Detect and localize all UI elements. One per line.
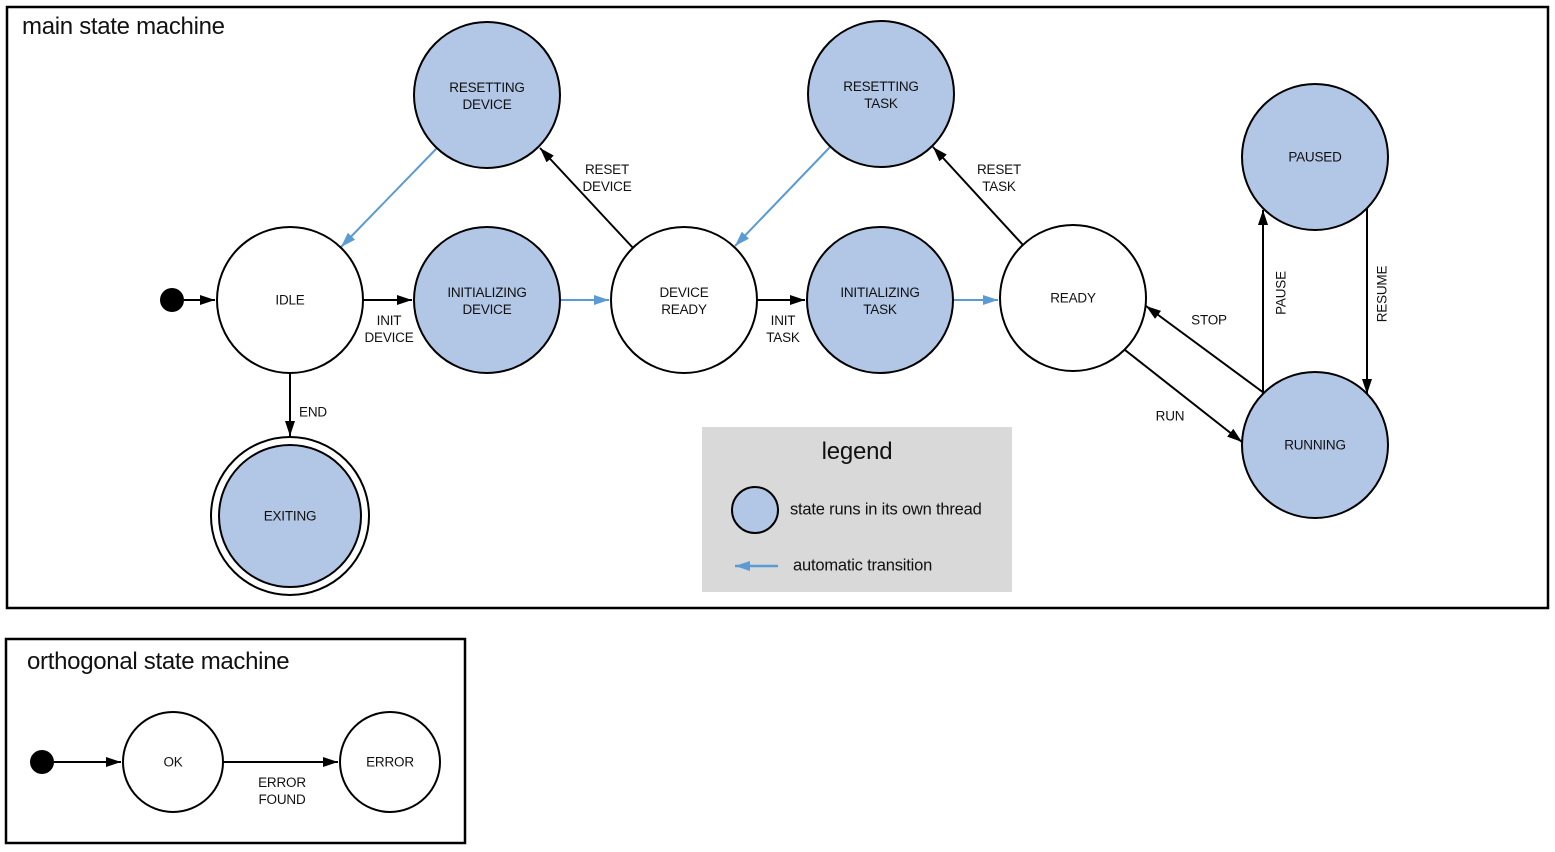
legend-thread-state-label: state runs in its own thread xyxy=(790,500,982,519)
state-label-idle: IDLE xyxy=(275,292,305,308)
transition-label-error-found: ERROR FOUND xyxy=(258,775,306,807)
transition-label-run: RUN xyxy=(1155,408,1185,424)
ortho-initial-state-dot xyxy=(30,750,54,774)
main-machine-title: main state machine xyxy=(22,13,225,40)
state-initializing-task xyxy=(806,226,954,374)
state-resetting-task xyxy=(807,20,955,168)
auto-transition-resetting-task-to-device-ready xyxy=(734,145,832,247)
transition-device-ready-to-resetting-device xyxy=(539,147,635,250)
state-ok xyxy=(122,711,224,813)
main-state-machine-box xyxy=(5,5,1550,610)
state-label-resetting-device: RESETTING DEVICE xyxy=(449,80,525,112)
transition-label-stop: STOP xyxy=(1191,312,1227,328)
transition-running-to-ready-stop xyxy=(1145,305,1265,394)
state-label-ok: OK xyxy=(163,754,183,770)
state-ready xyxy=(999,224,1147,372)
state-label-resetting-task: RESETTING TASK xyxy=(843,79,919,111)
state-resetting-device xyxy=(413,21,561,169)
transition-label-pause: PAUSE xyxy=(1273,271,1289,315)
legend-auto-transition-label: automatic transition xyxy=(793,556,933,575)
transition-ready-to-running-run xyxy=(1124,349,1243,443)
state-label-running: RUNNING xyxy=(1284,437,1346,453)
state-label-initializing-task: INITIALIZING TASK xyxy=(840,285,920,317)
state-error xyxy=(339,711,441,813)
state-idle xyxy=(216,226,364,374)
state-paused xyxy=(1241,83,1389,231)
transition-label-init-device: INIT DEVICE xyxy=(364,313,414,345)
state-device-ready xyxy=(610,226,758,374)
transition-label-init-task: INIT TASK xyxy=(766,313,800,345)
state-label-error: ERROR xyxy=(366,754,414,770)
state-label-exiting: EXITING xyxy=(263,508,317,524)
initial-state-dot xyxy=(160,288,184,312)
transition-label-resume: RESUME xyxy=(1374,265,1390,323)
orthogonal-state-machine-box xyxy=(4,637,467,845)
transition-label-reset-device: RESET DEVICE xyxy=(582,162,632,194)
state-initializing-device xyxy=(413,226,561,374)
transition-ready-to-resetting-task xyxy=(932,146,1024,246)
auto-transition-resetting-device-to-idle xyxy=(340,147,438,248)
state-label-paused: PAUSED xyxy=(1288,149,1342,165)
legend-thread-state-swatch xyxy=(731,486,779,534)
transition-label-end: END xyxy=(299,404,327,420)
orthogonal-machine-title: orthogonal state machine xyxy=(27,648,290,675)
state-label-ready: READY xyxy=(1050,290,1096,306)
state-running xyxy=(1241,371,1389,519)
state-label-device-ready: DEVICE READY xyxy=(659,285,709,317)
state-label-initializing-device: INITIALIZING DEVICE xyxy=(447,285,527,317)
state-exiting xyxy=(218,444,362,588)
transition-label-reset-task: RESET TASK xyxy=(976,162,1021,194)
legend-title: legend xyxy=(821,438,893,465)
